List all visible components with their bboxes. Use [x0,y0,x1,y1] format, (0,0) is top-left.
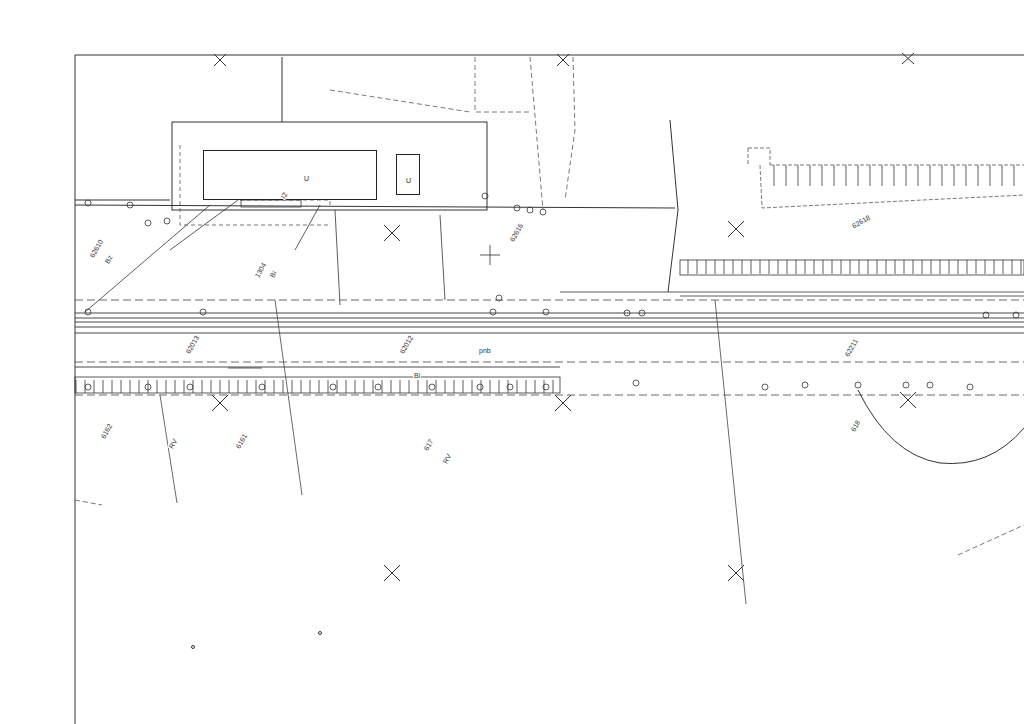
map-label: 62013 [184,333,201,355]
map-label: 617 [422,437,435,452]
curb-comb [75,377,560,393]
map-label: Bi [413,372,421,379]
sheet-border [75,55,1024,724]
map-label: RV [441,452,453,466]
utility-line [85,200,445,312]
map-label: 1304 [253,261,268,280]
map-label: 6162 [99,422,114,441]
parking-stalls [770,165,1024,193]
road-line [75,313,1024,367]
map-label: pnb [478,347,492,354]
map-label: Bz [103,253,114,265]
map-label: RV [167,437,179,451]
parking-outline [748,148,1024,208]
map-label: Bi [268,269,278,280]
road-line [560,292,1024,296]
building: U [396,154,420,195]
map-label: 618 [849,418,862,433]
dashed-line [75,57,1024,555]
grid-cross [212,53,916,581]
map-label: 62618 [850,213,872,230]
symbol [228,245,500,368]
point-mark [319,632,322,635]
boundary-line [282,57,283,122]
building-label: U [304,175,309,182]
road-edge-dashed [75,300,1024,395]
contour-curve [858,390,1024,464]
map-label: I2 [279,190,289,200]
manhole-symbol [85,193,1019,390]
fence-line [668,120,678,292]
fence-line [75,200,675,208]
parcel-outline [172,122,487,210]
map-label: 62616 [508,221,525,243]
map-label: 62211 [843,337,860,359]
building: U [203,150,377,200]
steps [241,200,301,207]
map-label: 62012 [398,333,415,355]
point-mark [192,646,195,649]
curb-comb [680,260,1024,275]
map-label: 6161 [234,432,249,451]
parcel-boundary [160,300,746,604]
map-label: 62610 [88,237,105,259]
building-label: U [406,177,411,184]
